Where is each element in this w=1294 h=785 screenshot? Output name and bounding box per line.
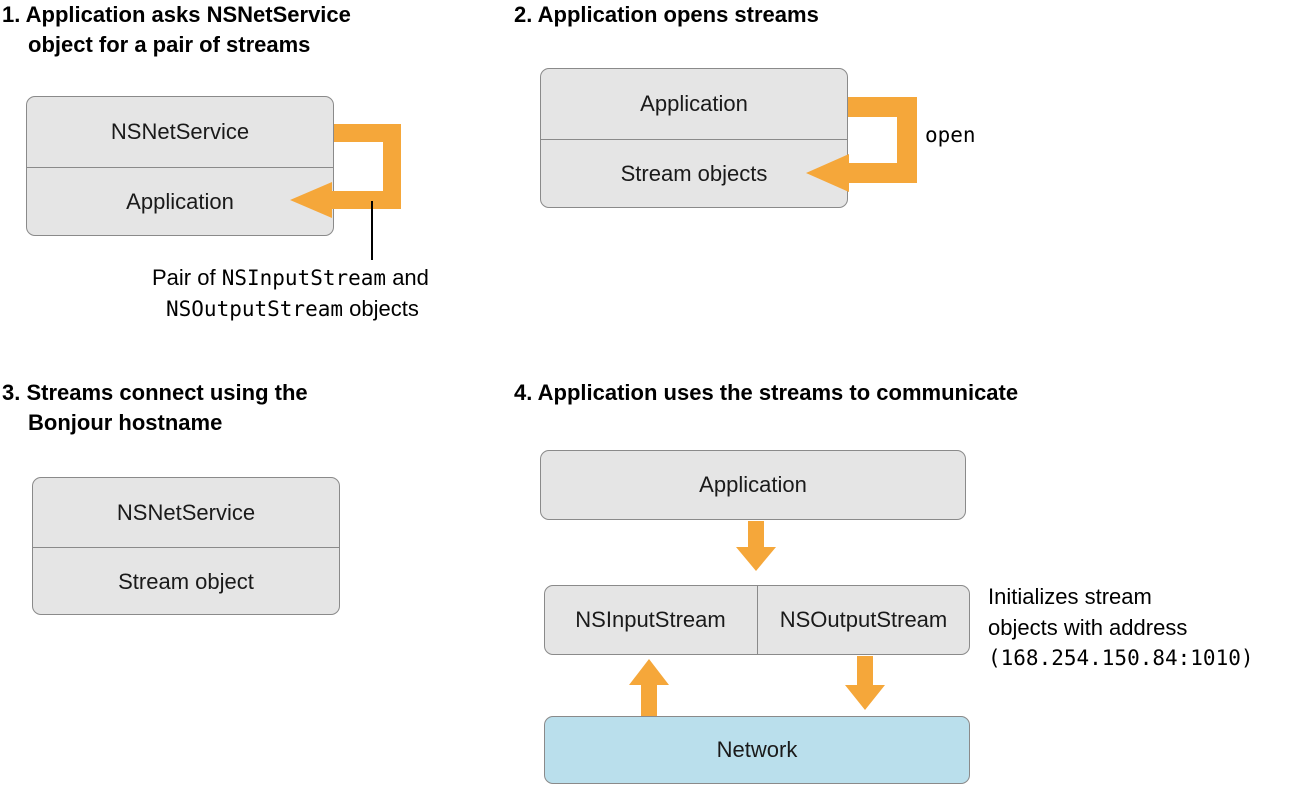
step2-stream-objects-cell: Stream objects: [620, 161, 768, 186]
step1-divider: [27, 167, 333, 168]
step4-application-label: Application: [699, 472, 807, 497]
step3-stream-object-cell: Stream object: [118, 568, 254, 594]
step2-stack: Application Stream objects: [540, 68, 848, 208]
step3-divider: [33, 547, 339, 548]
step1-heading-line1: 1. Application asks NSNetService: [2, 2, 351, 27]
step1-stack: NSNetService Application: [26, 96, 334, 236]
step3-heading-line2: Bonjour hostname: [28, 410, 223, 435]
step4-streams-divider: [757, 586, 758, 654]
step4-application-box: Application: [540, 450, 966, 520]
step4-nsinputstream-cell: NSInputStream: [575, 607, 726, 632]
step1-callout-line1: Pair of NSInputStream and: [152, 265, 429, 291]
step4-note: Initializes stream objects with address …: [988, 581, 1254, 674]
step1-heading: 1. Application asks NSNetService object …: [2, 0, 351, 60]
step2-divider: [541, 139, 847, 140]
step3-stack: NSNetService Stream object: [32, 477, 340, 615]
step4-note-line2: objects with address: [988, 615, 1188, 640]
step4-nsoutputstream-cell: NSOutputStream: [779, 607, 948, 632]
callout-nsoutputstream: NSOutputStream: [166, 297, 344, 321]
step2-open-arrow: [806, 97, 917, 192]
callout-nsinputstream: NSInputStream: [221, 266, 387, 290]
step1-return-arrow: [290, 124, 401, 218]
step4-note-address: (168.254.150.84:1010): [988, 646, 1254, 670]
step1-application-cell: Application: [126, 189, 234, 214]
callout-text-and: and: [386, 265, 429, 290]
step4-down-arrow-application: [736, 521, 776, 571]
callout-text-objects: objects: [343, 296, 419, 321]
step2-open-label: open: [925, 123, 976, 147]
step2-heading: 2. Application opens streams: [514, 2, 819, 27]
step1-nsnetservice-cell: NSNetService: [110, 119, 250, 144]
step4-note-line1: Initializes stream: [988, 584, 1152, 609]
step4-network-box: Network: [544, 716, 970, 784]
step2-application-cell: Application: [640, 91, 748, 116]
step4-up-arrow-input: [629, 659, 669, 716]
step3-heading-line1: 3. Streams connect using the: [2, 380, 308, 405]
step4-streams-box: NSInputStream NSOutputStream: [544, 585, 970, 655]
step3-nsnetservice-cell: NSNetService: [116, 499, 256, 525]
step4-network-label: Network: [716, 737, 798, 762]
step3-heading: 3. Streams connect using the Bonjour hos…: [2, 378, 308, 438]
step4-heading: 4. Application uses the streams to commu…: [514, 380, 1019, 405]
step1-callout-line2: NSOutputStream objects: [166, 296, 419, 322]
callout-text-pair-of: Pair of: [152, 265, 222, 290]
step4-down-arrow-output: [845, 656, 885, 710]
step1-heading-line2: object for a pair of streams: [28, 32, 311, 57]
